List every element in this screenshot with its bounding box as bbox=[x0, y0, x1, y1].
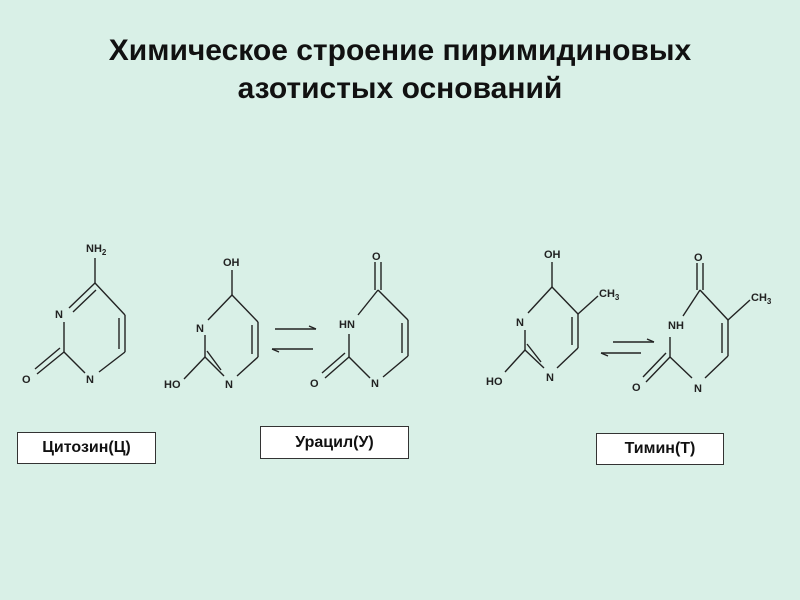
thymine-enol-n-left-label: N bbox=[516, 317, 524, 329]
thymine-enol-ch3-label: CH3 bbox=[599, 288, 620, 302]
cytosine-nh2-label: NH2 bbox=[86, 243, 107, 257]
thymine-equilibrium-arrows bbox=[600, 338, 655, 357]
thymine-enol-oh-label: OH bbox=[544, 249, 561, 261]
thymine-keto-nh-label: NH bbox=[668, 320, 684, 332]
cytosine-structure: NH2 N N O bbox=[22, 243, 126, 386]
title-line-2: азотистых оснований bbox=[237, 72, 563, 105]
uracil-name-label: Урацил(У) bbox=[260, 426, 409, 459]
uracil-enol-structure: OH N HO N bbox=[164, 257, 259, 391]
uracil-keto-hn-label: HN bbox=[339, 319, 355, 331]
thymine-enol-structure: OH CH3 N HO N bbox=[486, 249, 620, 388]
uracil-equilibrium-arrows bbox=[271, 325, 317, 353]
uracil-keto-n-bottom-label: N bbox=[371, 378, 379, 390]
cytosine-oxygen-label: O bbox=[22, 374, 31, 386]
thymine-enol-ho-label: HO bbox=[486, 376, 503, 388]
thymine-enol-n-bottom-label: N bbox=[546, 372, 554, 384]
thymine-keto-ch3-label: CH3 bbox=[751, 292, 772, 306]
thymine-keto-n-bottom-label: N bbox=[694, 383, 702, 395]
title-line-1: Химическое строение пиримидиновых bbox=[108, 34, 692, 67]
cytosine-n-bottom-label: N bbox=[86, 374, 94, 386]
uracil-enol-oh-label: OH bbox=[223, 257, 240, 269]
slide-title: Химическое строение пиримидиновых азотис… bbox=[0, 32, 800, 108]
thymine-keto-o-bottom-label: O bbox=[632, 382, 641, 394]
uracil-keto-structure: O HN O N bbox=[310, 251, 409, 390]
cytosine-n-left-label: N bbox=[55, 309, 63, 321]
uracil-enol-ho-label: HO bbox=[164, 379, 181, 391]
thymine-keto-o-top-label: O bbox=[694, 252, 703, 264]
uracil-enol-n-left-label: N bbox=[196, 323, 204, 335]
cytosine-name-label: Цитозин(Ц) bbox=[17, 432, 156, 464]
uracil-enol-n-bottom-label: N bbox=[225, 379, 233, 391]
uracil-keto-o-bottom-label: O bbox=[310, 378, 319, 390]
thymine-name-label: Тимин(Т) bbox=[596, 433, 724, 465]
thymine-keto-structure: O CH3 NH O N bbox=[632, 252, 772, 395]
uracil-keto-o-top-label: O bbox=[372, 251, 381, 263]
